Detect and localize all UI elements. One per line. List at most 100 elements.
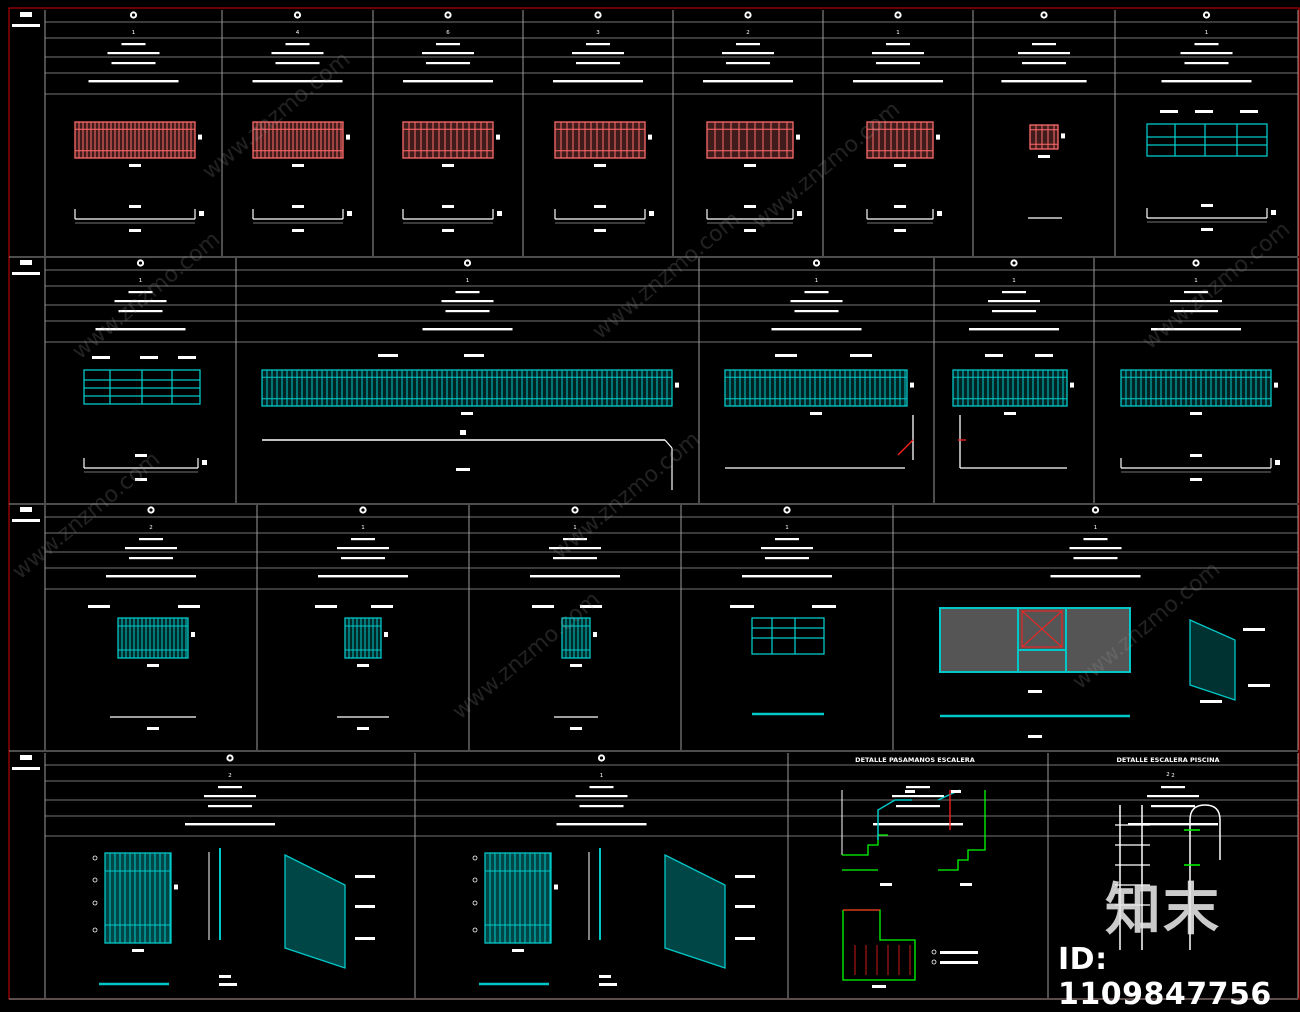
callout-label xyxy=(371,605,393,608)
dimension-tag xyxy=(594,205,606,208)
plan-line xyxy=(664,439,673,449)
callout-label xyxy=(1200,700,1222,703)
panel-3-2: 1 xyxy=(318,506,408,578)
dimension-tag xyxy=(554,884,558,890)
panel-marker-icon-center xyxy=(465,261,470,265)
panel-title-bar xyxy=(886,43,910,46)
dimension-tag xyxy=(496,134,500,140)
panel-subtitle-bar xyxy=(1001,80,1087,83)
panel-title-bar xyxy=(765,557,809,560)
rail-frame xyxy=(751,617,825,655)
panel-marker-icon-center xyxy=(1204,13,1209,17)
callout-label xyxy=(464,354,484,357)
dimension-tag xyxy=(292,205,304,208)
panel-3-3: 1 xyxy=(530,506,620,578)
panel-number: 2 xyxy=(149,525,153,531)
panel-2-4: 1 xyxy=(969,259,1059,331)
dimension-tag xyxy=(129,164,141,167)
panel-1-6: 1 xyxy=(853,11,943,83)
callout-label xyxy=(315,605,337,608)
panel-4-1: 2 xyxy=(185,754,275,826)
callout-bubble-icon xyxy=(92,927,98,933)
panel-1-2: 4 xyxy=(252,11,343,83)
dimension-tag xyxy=(675,382,679,388)
panel-marker-icon-center xyxy=(1012,261,1016,265)
panel-title-bar xyxy=(1170,300,1222,303)
callout-label xyxy=(88,605,110,608)
dimension-tag xyxy=(1070,382,1074,388)
elevation-gate xyxy=(561,617,597,667)
panel-number: 3 xyxy=(596,30,600,36)
dimension-tag xyxy=(132,949,144,952)
detail-number: 2 xyxy=(1166,772,1170,778)
panel-title-bar xyxy=(341,557,385,560)
panel-subtitle-bar xyxy=(95,328,186,331)
dimension-tag xyxy=(292,164,304,167)
panel-subtitle-bar xyxy=(703,80,793,83)
panel-title-bar xyxy=(218,786,242,789)
fence-frame xyxy=(252,121,344,159)
elevation-fence xyxy=(1120,369,1278,415)
gate-isometric xyxy=(284,853,346,969)
panel-title-bar xyxy=(107,52,160,55)
dimension-tag xyxy=(796,134,800,140)
dimension-tag xyxy=(936,134,940,140)
callout-label xyxy=(140,356,158,359)
dimension-tag xyxy=(1190,454,1202,457)
fence-plan-view xyxy=(402,205,502,232)
panel-title-bar xyxy=(1083,538,1108,541)
fence-plan-view xyxy=(554,205,654,232)
panel-subtitle-bar xyxy=(873,823,963,826)
callout-bubble-icon xyxy=(472,877,478,883)
elevation-fence xyxy=(724,369,914,415)
panel-number: 6 xyxy=(446,30,450,36)
panel-subtitle-bar xyxy=(403,80,493,83)
fence-plan-view xyxy=(83,454,207,481)
panel-title-bar xyxy=(1018,52,1070,55)
panel-number: 1 xyxy=(573,525,577,531)
elevation-salmon-fence xyxy=(74,121,202,167)
panel-title-bar xyxy=(1184,62,1229,65)
panel-1-8: 1 xyxy=(1161,11,1252,83)
panel-marker-icon-center xyxy=(785,508,789,512)
panel-title-bar xyxy=(804,291,829,294)
elevation-gate xyxy=(117,617,195,667)
row-label-text xyxy=(12,24,40,27)
dimension-tag xyxy=(1038,155,1050,158)
dimension-tag xyxy=(937,211,942,216)
panel-subtitle-bar xyxy=(422,328,513,331)
callout-label xyxy=(850,354,872,357)
dimension-tag xyxy=(744,164,756,167)
panel-number: 1 xyxy=(466,278,470,284)
panel-subtitle-bar xyxy=(553,80,643,83)
dimension-tag xyxy=(1271,210,1276,215)
callout-label xyxy=(940,951,978,954)
dimension-tag xyxy=(497,211,502,216)
callout-label xyxy=(219,983,237,986)
elevation-salmon-fence xyxy=(402,121,500,167)
dimension-tag xyxy=(1028,690,1042,693)
panel-marker-icon-center xyxy=(228,756,232,760)
fence-frame xyxy=(706,121,794,159)
fence-plan-view xyxy=(706,205,802,232)
fence-plan-view xyxy=(1146,204,1276,231)
panel-marker-icon-center xyxy=(746,13,750,17)
panel-title-bar xyxy=(761,547,813,550)
elevation-salmon-fence xyxy=(554,121,652,167)
row-label-tag xyxy=(20,260,32,265)
panel-1-3: 6 xyxy=(403,11,493,83)
fence-plan-view xyxy=(1120,454,1280,481)
dimension-tag xyxy=(810,412,822,415)
callout-label xyxy=(775,354,797,357)
panel-subtitle-bar xyxy=(969,328,1059,331)
elevation-salmon-fence xyxy=(252,121,350,167)
panel-subtitle-bar xyxy=(185,823,275,826)
panel-4-2: 1 xyxy=(556,754,647,826)
dimension-tag xyxy=(1274,382,1278,388)
gate-opening-mark xyxy=(1021,610,1063,648)
elevation-gate xyxy=(344,617,388,667)
callout-label xyxy=(178,356,196,359)
